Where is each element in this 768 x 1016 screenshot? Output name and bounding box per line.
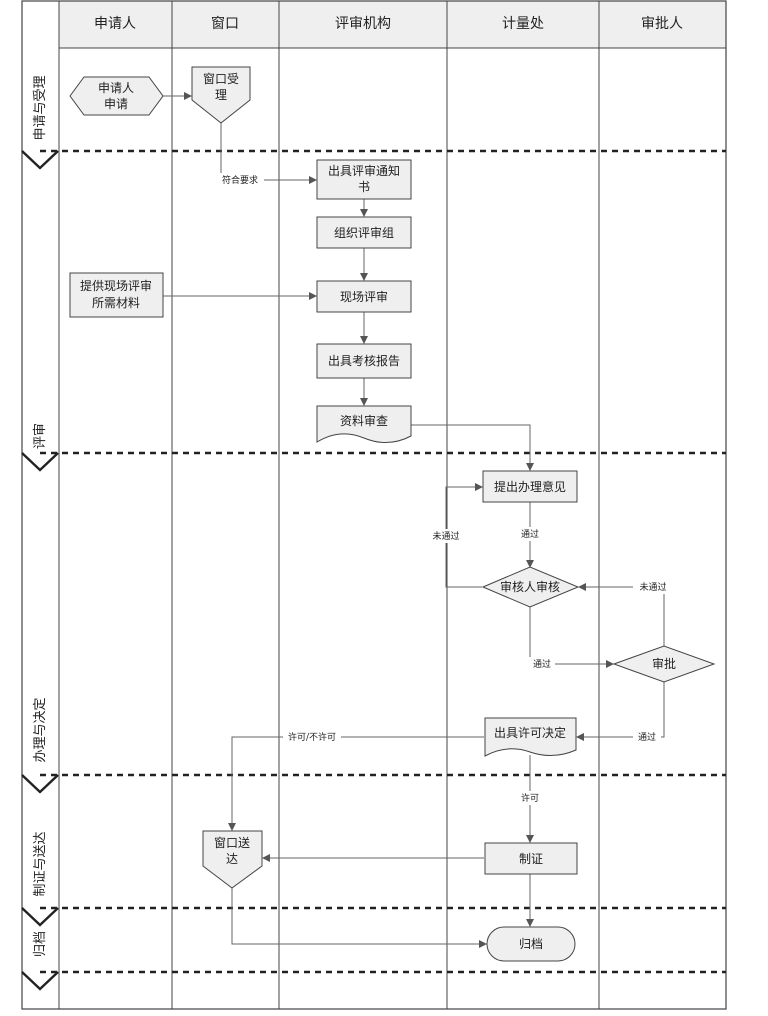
edge-label-passed-2: 通过 bbox=[533, 658, 551, 670]
svg-text:出具考核报告: 出具考核报告 bbox=[328, 353, 400, 368]
svg-text:现场评审: 现场评审 bbox=[340, 289, 388, 304]
node-issue-decision: 出具许可决定 bbox=[484, 717, 577, 757]
node-applicant-apply: 申请人 申请 bbox=[69, 76, 164, 116]
svg-text:制证: 制证 bbox=[519, 852, 543, 866]
node-propose-opinion: 提出办理意见 bbox=[482, 470, 578, 503]
svg-text:出具评审通知: 出具评审通知 bbox=[328, 163, 400, 178]
svg-text:窗口受: 窗口受 bbox=[203, 72, 239, 86]
node-approve: 审批 bbox=[612, 645, 716, 683]
header-bar bbox=[59, 1, 726, 48]
svg-text:所需材料: 所需材料 bbox=[92, 296, 140, 310]
node-document-review: 资料审查 bbox=[316, 405, 412, 443]
node-reviewer-check: 审核人审核 bbox=[481, 566, 580, 608]
node-window-accept: 窗口受 理 bbox=[191, 66, 251, 124]
svg-text:达: 达 bbox=[226, 852, 238, 866]
phase-label-cert-deliver: 制证与送达 bbox=[33, 831, 48, 896]
diagram-frame bbox=[21, 0, 727, 1010]
column-header-review-org: 评审机构 bbox=[335, 16, 391, 32]
svg-text:资料审查: 资料审查 bbox=[340, 413, 388, 428]
edge-label-permit-or-not: 许可/不许可 bbox=[288, 731, 336, 743]
edge-label-not-passed-right: 未通过 bbox=[639, 581, 666, 593]
svg-text:审核人审核: 审核人审核 bbox=[500, 579, 560, 594]
phase-separators bbox=[40, 149, 726, 974]
phase-label-review: 评审 bbox=[33, 423, 48, 449]
node-issue-report: 出具考核报告 bbox=[316, 343, 412, 379]
column-header-metrology-dept: 计量处 bbox=[502, 16, 544, 32]
node-provide-materials: 提供现场评审 所需材料 bbox=[69, 272, 164, 318]
phase-chevrons bbox=[21, 150, 59, 991]
svg-text:申请: 申请 bbox=[104, 97, 128, 111]
svg-text:窗口送: 窗口送 bbox=[214, 835, 250, 850]
node-form-team: 组织评审组 bbox=[316, 216, 412, 249]
edge-label-passed-1: 通过 bbox=[521, 528, 539, 540]
column-dividers bbox=[58, 1, 726, 1009]
svg-text:提出办理意见: 提出办理意见 bbox=[494, 479, 566, 494]
edge-label-not-passed-left: 未通过 bbox=[432, 530, 459, 542]
edge-label-meets-requirements: 符合要求 bbox=[222, 174, 258, 186]
svg-text:归档: 归档 bbox=[519, 937, 543, 951]
svg-text:出具许可决定: 出具许可决定 bbox=[494, 725, 566, 740]
column-header-applicant: 申请人 bbox=[94, 16, 136, 32]
phase-label-apply-accept: 申请与受理 bbox=[33, 75, 48, 140]
column-header-window: 窗口 bbox=[211, 15, 239, 32]
phase-label-archive: 归档 bbox=[33, 931, 48, 957]
svg-text:书: 书 bbox=[358, 180, 370, 194]
node-window-deliver: 窗口送 达 bbox=[202, 830, 263, 889]
column-header-approver: 审批人 bbox=[641, 16, 683, 32]
node-onsite-review: 现场评审 bbox=[316, 280, 412, 313]
connectors bbox=[163, 92, 665, 948]
phase-label-handle-decide: 办理与决定 bbox=[33, 697, 48, 762]
svg-text:提供现场评审: 提供现场评审 bbox=[80, 278, 152, 293]
svg-text:组织评审组: 组织评审组 bbox=[334, 225, 394, 240]
node-archive: 归档 bbox=[486, 926, 576, 962]
svg-text:审批: 审批 bbox=[652, 656, 676, 671]
svg-text:理: 理 bbox=[215, 88, 227, 102]
edge-label-passed-3: 通过 bbox=[638, 731, 656, 743]
node-make-certificate: 制证 bbox=[484, 842, 578, 875]
svg-text:申请人: 申请人 bbox=[98, 81, 134, 95]
node-issue-notice: 出具评审通知 书 bbox=[316, 159, 412, 200]
edge-labels: 符合要求 未通过 通过 未通过 通过 通过 许可/不许可 许可 bbox=[216, 173, 673, 805]
edge-label-permit: 许可 bbox=[521, 792, 539, 804]
